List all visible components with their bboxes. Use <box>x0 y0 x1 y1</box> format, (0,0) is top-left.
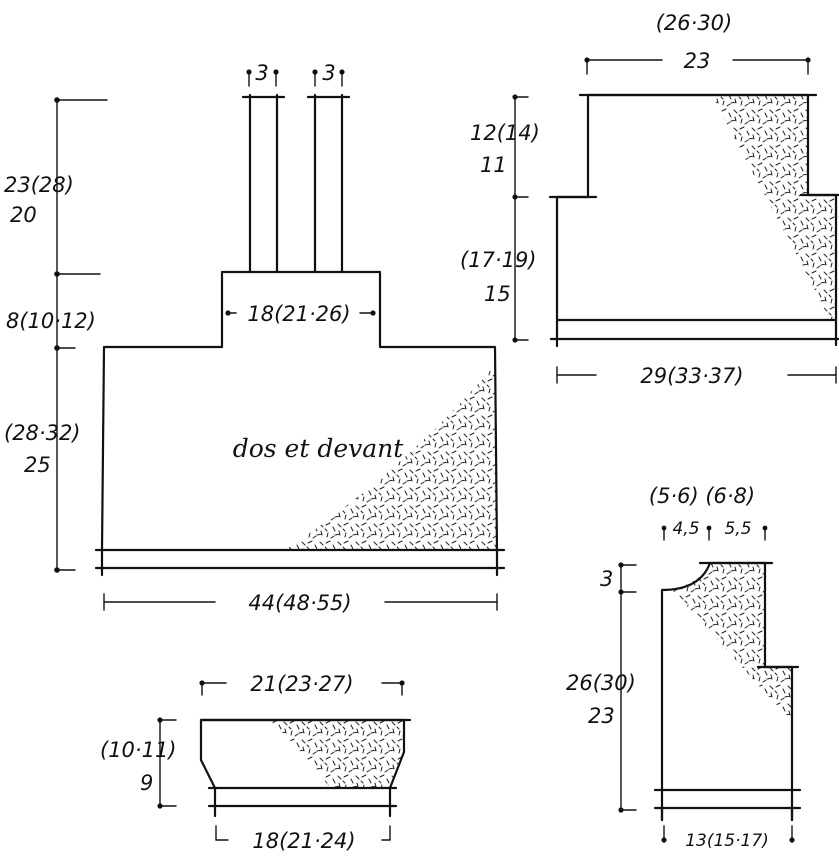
bottom-left-top-width: 21(23·27) <box>250 672 353 696</box>
bottom-right-height: 26(30) <box>566 671 636 695</box>
bottom-right-texture <box>672 563 792 720</box>
top-right-vertical-dim <box>512 94 529 343</box>
upper-height: 12(14) <box>470 121 540 145</box>
body-width-dim <box>103 593 498 611</box>
bottom-left-texture <box>270 720 404 788</box>
neck-widths-dim <box>661 525 768 541</box>
bottom-left-height-small: 9 <box>140 771 153 795</box>
upper-height-small: 11 <box>480 153 507 177</box>
top-right-bottom-dim <box>556 366 837 384</box>
neck-width-2: 5,5 <box>724 519 751 539</box>
strap-width-1: 3 <box>255 61 268 85</box>
body-texture <box>285 365 497 550</box>
bottom-right-vertical-dim <box>618 562 637 813</box>
neck-depth: 3 <box>600 567 613 591</box>
strap-width-dims <box>246 69 345 87</box>
top-right-texture <box>712 95 836 320</box>
bottom-left-vertical-dim <box>157 717 177 809</box>
body-height-small: 25 <box>24 453 51 477</box>
bottom-right-outline <box>660 561 794 822</box>
top-width-dim <box>584 57 811 75</box>
body-outline <box>100 270 499 552</box>
strap-height: 23(28) <box>4 173 74 197</box>
bottom-right-bottom-width: 13(15·17) <box>685 831 769 851</box>
body-width: 44(48·55) <box>248 591 351 615</box>
bottom-right-piece: (5·6) (6·8) 4,5 5,5 3 26(30) 23 13(15·17… <box>566 484 802 851</box>
lower-height-small: 15 <box>484 282 511 306</box>
neck-width: 18(21·26) <box>247 302 350 326</box>
straps <box>241 93 351 274</box>
armhole-height: 8(10·12) <box>6 309 96 333</box>
bottom-left-bottom-width: 18(21·24) <box>252 829 355 853</box>
bottom-left-piece: 21(23·27) (10·11) 9 18(21·24) <box>100 672 412 853</box>
bottom-left-height: (10·11) <box>100 738 177 762</box>
neck-width-dim <box>225 310 376 316</box>
body-height: (28·32) <box>4 421 81 445</box>
lower-height: (17·19) <box>460 248 537 272</box>
strap-height-small: 20 <box>10 203 37 227</box>
top-right-width: 23 <box>684 49 711 73</box>
strap-width-2: 3 <box>322 61 335 85</box>
bottom-left-top-dim <box>199 680 405 696</box>
top-right-width-alt: (26·30) <box>656 11 733 35</box>
bottom-left-bottom-dim <box>215 825 391 841</box>
top-right-piece: (26·30) 23 12(14) 11 (17·19) 15 29(33·37… <box>460 11 839 388</box>
top-right-bottom-width: 29(33·37) <box>640 364 743 388</box>
bottom-right-bottom-dim <box>661 825 795 843</box>
neck-widths-alt: (5·6) (6·8) <box>649 484 755 508</box>
neck-width-1: 4,5 <box>672 519 699 539</box>
body-vertical-dim <box>54 97 108 573</box>
bottom-right-height-small: 23 <box>588 704 615 728</box>
body-piece: 3 3 23(28) 20 8(10·12) (28·32) 25 18(21·… <box>4 61 506 615</box>
body-title: dos et devant <box>233 434 405 463</box>
